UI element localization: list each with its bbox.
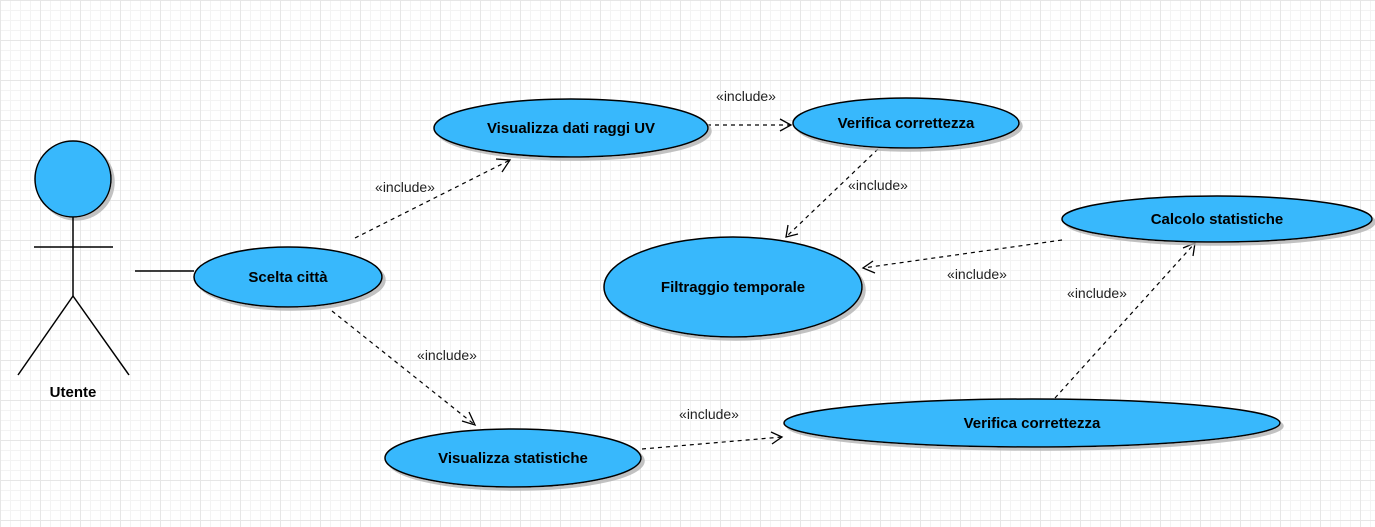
use-case-label: Verifica correttezza xyxy=(964,415,1101,432)
use-case-visualizza-uv[interactable]: Visualizza dati raggi UV xyxy=(433,98,709,158)
edge-stat-verifica xyxy=(641,436,783,450)
include-label-scelta-uv: «include» xyxy=(375,179,435,195)
arrowhead-calcolo xyxy=(1182,241,1196,257)
use-case-calcolo-statistiche[interactable]: Calcolo statistiche xyxy=(1061,195,1373,243)
use-case-scelta-citta[interactable]: Scelta città xyxy=(193,246,383,308)
include-label-verifica-filtraggio: «include» xyxy=(848,177,908,193)
edge-verifica-calcolo xyxy=(1054,242,1196,399)
actor-head xyxy=(34,140,112,218)
arrowhead-stat xyxy=(461,411,477,427)
use-case-label: Visualizza statistiche xyxy=(438,450,588,467)
include-label-verifica-calcolo: «include» xyxy=(1067,285,1127,301)
edge-calcolo-filtraggio xyxy=(862,239,1063,269)
edge-verifica-filtraggio xyxy=(785,148,879,238)
edge-scelta-stat xyxy=(331,310,476,426)
use-case-label: Scelta città xyxy=(248,269,328,286)
use-case-visualizza-statistiche[interactable]: Visualizza statistiche xyxy=(384,428,642,488)
arrowhead-filtraggio-right xyxy=(861,260,876,274)
use-case-label: Verifica correttezza xyxy=(838,115,975,132)
use-case-verifica-correttezza-2[interactable]: Verifica correttezza xyxy=(783,398,1281,448)
include-label-scelta-stat: «include» xyxy=(417,347,477,363)
edge-scelta-uv xyxy=(354,159,511,239)
include-label-calcolo-filtraggio: «include» xyxy=(947,266,1007,282)
arrowhead-verifica-1 xyxy=(779,118,793,132)
actor-left-leg xyxy=(17,295,74,376)
arrowhead-filtraggio-top xyxy=(785,224,799,238)
actor-label: Utente xyxy=(50,384,97,401)
include-label-uv-verifica: «include» xyxy=(716,88,776,104)
arrowhead-uv xyxy=(495,158,512,173)
actor-right-leg xyxy=(72,295,130,376)
use-case-label: Visualizza dati raggi UV xyxy=(487,120,655,137)
use-case-verifica-correttezza-1[interactable]: Verifica correttezza xyxy=(792,97,1020,149)
arrowhead-verifica-2 xyxy=(770,431,784,445)
use-case-label: Calcolo statistiche xyxy=(1151,211,1284,228)
include-label-stat-verifica: «include» xyxy=(679,406,739,422)
use-case-label: Filtraggio temporale xyxy=(661,279,805,296)
actor-utente[interactable]: Utente xyxy=(17,140,130,401)
use-case-filtraggio-temporale[interactable]: Filtraggio temporale xyxy=(603,236,863,338)
